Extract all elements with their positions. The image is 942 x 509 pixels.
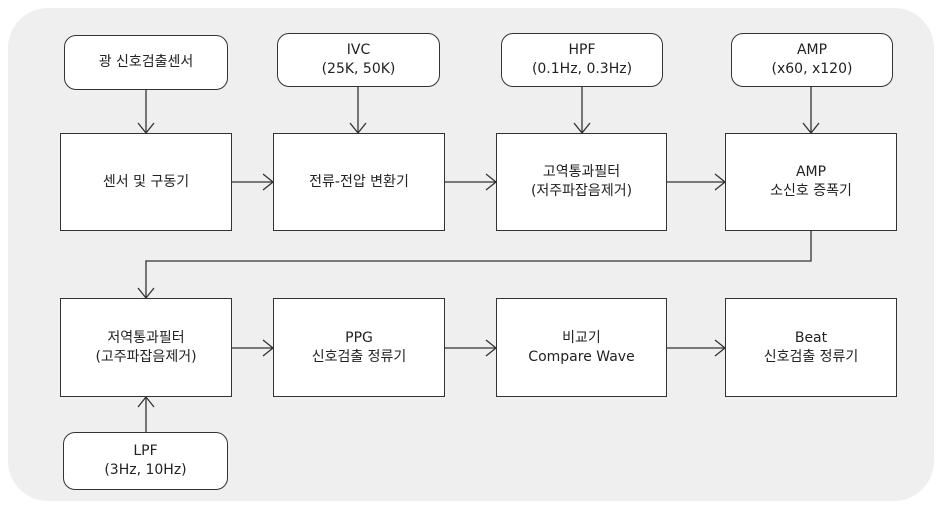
arrow-sensor-driver-to-iv-converter [232, 173, 275, 191]
arrow-low-pass-filter-to-ppg-rectifier [232, 339, 275, 357]
comparator-label: 비교기 [562, 329, 601, 346]
beat-rectifier-label: Beat [794, 329, 828, 346]
low-pass-filter-sublabel: (고주파잡음제거) [95, 348, 197, 365]
arrow-comparator-to-beat-rectifier [667, 339, 727, 357]
arrow-hpf-to-high-pass-filter [573, 87, 591, 135]
ppg-rectifier-label: PPG [345, 329, 373, 346]
optical-sensor-box: 광 신호검출센서 [64, 35, 228, 90]
arrow-lpf-to-low-pass-filter [137, 395, 155, 432]
lpf-label: LPF [133, 443, 158, 459]
arrow-iv-converter-to-high-pass-filter [445, 173, 498, 191]
ivc-label: IVC [346, 42, 371, 58]
ivc-param-box: IVC (25K, 50K) [277, 33, 440, 87]
high-pass-filter-label: 고역통과필터 [542, 164, 621, 180]
ppg-rectifier-sublabel: 신호검출 정류기 [311, 348, 407, 365]
hpf-param-box: HPF (0.1Hz, 0.3Hz) [501, 33, 663, 87]
lpf-param-box: LPF (3Hz, 10Hz) [63, 432, 228, 490]
amplifier-block: AMP 소신호 증폭기 [725, 133, 897, 231]
sensor-driver-block: 센서 및 구동기 [60, 133, 232, 231]
arrow-high-pass-filter-to-amplifier [667, 173, 727, 191]
lpf-values: (3Hz, 10Hz) [104, 462, 187, 478]
comparator-block: 비교기 Compare Wave [496, 298, 667, 397]
amp-param-label: AMP [796, 42, 828, 58]
arrow-amplifier-to-low-pass-filter [137, 231, 812, 300]
arrow-amp-to-amplifier [802, 87, 820, 135]
beat-rectifier-sublabel: 신호검출 정류기 [763, 348, 859, 365]
comparator-sublabel: Compare Wave [528, 348, 635, 365]
amp-param-box: AMP (x60, x120) [731, 33, 893, 87]
amplifier-sublabel: 소신호 증폭기 [770, 183, 852, 199]
arrow-ppg-rectifier-to-comparator [445, 339, 498, 357]
iv-converter-block: 전류-전압 변환기 [273, 133, 445, 231]
low-pass-filter-block: 저역통과필터 (고주파잡음제거) [60, 298, 232, 397]
hpf-label: HPF [568, 42, 596, 58]
optical-sensor-label: 광 신호검출센서 [98, 54, 194, 70]
ppg-rectifier-block: PPG 신호검출 정류기 [273, 298, 445, 397]
iv-converter-label: 전류-전압 변환기 [309, 173, 409, 190]
ivc-values: (25K, 50K) [321, 61, 396, 77]
amp-param-values: (x60, x120) [771, 61, 853, 77]
arrow-optical-sensor-to-sensor-driver [137, 90, 155, 135]
arrow-ivc-to-iv-converter [349, 87, 367, 135]
low-pass-filter-label: 저역통과필터 [107, 329, 185, 346]
hpf-values: (0.1Hz, 0.3Hz) [531, 61, 633, 77]
amplifier-label: AMP [795, 164, 827, 180]
high-pass-filter-block: 고역통과필터 (저주파잡음제거) [496, 133, 667, 231]
high-pass-filter-sublabel: (저주파잡음제거) [530, 183, 633, 199]
sensor-driver-label: 센서 및 구동기 [102, 173, 190, 190]
beat-rectifier-block: Beat 신호검출 정류기 [725, 298, 897, 397]
diagram-background-panel [8, 8, 934, 501]
